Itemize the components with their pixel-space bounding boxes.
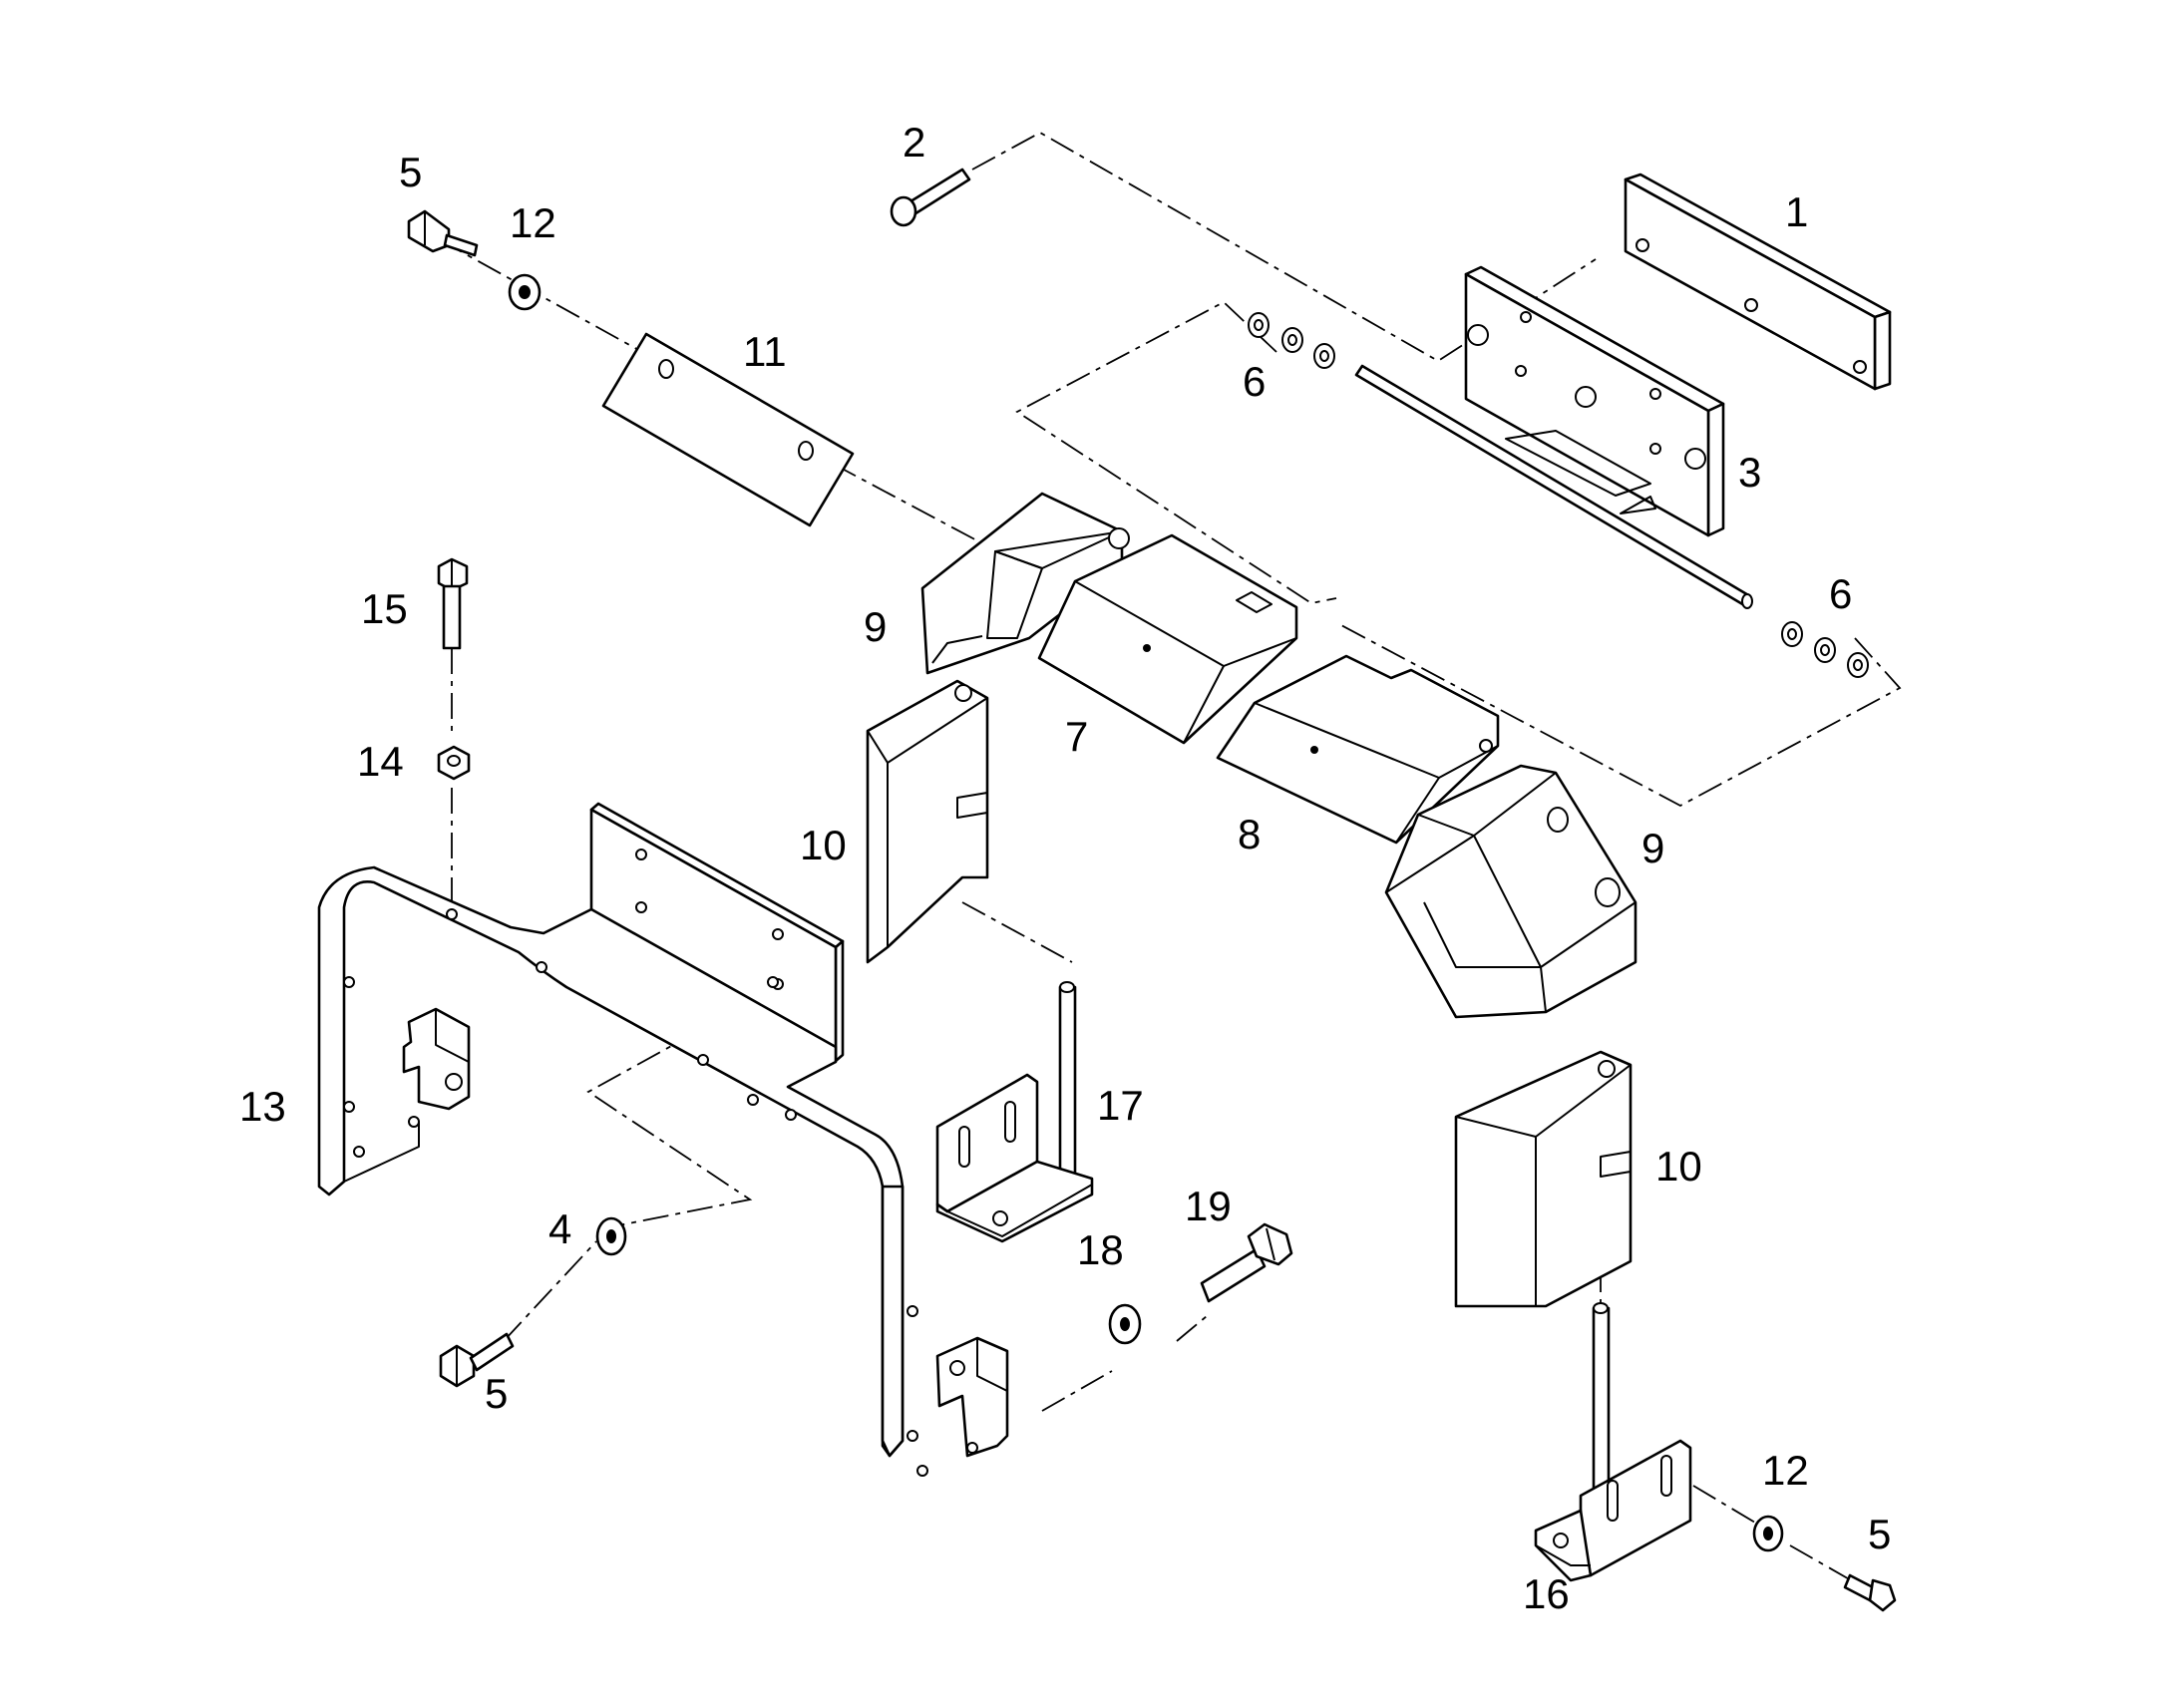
callout-12-top: 12 xyxy=(510,199,556,246)
part-17-bracket xyxy=(935,981,1094,1243)
part-15-hex-bolt xyxy=(437,557,469,650)
callout-9-right: 9 xyxy=(1641,825,1664,871)
callout-8: 8 xyxy=(1238,811,1261,857)
part-7-block xyxy=(1037,533,1298,745)
callout-2: 2 xyxy=(903,119,925,166)
callout-13: 13 xyxy=(239,1083,286,1130)
part-18-washer xyxy=(1108,1303,1142,1345)
callout-19: 19 xyxy=(1185,1183,1232,1229)
callout-17: 17 xyxy=(1097,1082,1144,1129)
callout-3: 3 xyxy=(1738,449,1761,496)
callout-5-bottom-right: 5 xyxy=(1868,1511,1891,1557)
part-1-plate xyxy=(1624,172,1892,391)
part-5-bolt-bottom-left xyxy=(439,1332,515,1388)
callout-6-top: 6 xyxy=(1243,358,1266,405)
part-8-block xyxy=(1216,654,1500,845)
callout-7: 7 xyxy=(1065,713,1088,760)
part-13-main-frame xyxy=(317,802,1009,1477)
part-19-hex-bolt xyxy=(1200,1222,1293,1303)
callout-5-top: 5 xyxy=(399,149,422,195)
callout-14: 14 xyxy=(357,738,404,785)
callout-12-bottom: 12 xyxy=(1762,1447,1809,1494)
part-2-screw xyxy=(890,168,971,227)
callout-labels: 1 2 3 4 5 5 5 6 6 7 8 9 9 10 10 11 12 12… xyxy=(239,119,1891,1617)
part-9-block-right xyxy=(1384,764,1637,1019)
part-6-washers-top xyxy=(1248,312,1335,369)
part-4-washer xyxy=(595,1216,627,1256)
part-5-bolt-top xyxy=(407,209,479,257)
part-10-block-right xyxy=(1454,1050,1633,1308)
long-rod xyxy=(1354,364,1753,609)
part-5-bolt-bottom-right xyxy=(1843,1573,1897,1612)
part-9-block-left xyxy=(920,492,1130,675)
callout-6-bottom: 6 xyxy=(1829,570,1852,617)
callout-10-right: 10 xyxy=(1655,1143,1702,1190)
part-14-nut xyxy=(437,745,471,781)
callout-11: 11 xyxy=(743,328,787,375)
part-12-washer-top xyxy=(508,273,542,311)
callout-5-bottom-left: 5 xyxy=(485,1370,508,1417)
part-12-washer-bottom xyxy=(1752,1515,1784,1552)
callout-9-left: 9 xyxy=(864,603,887,650)
part-10-block-left xyxy=(866,679,989,964)
callout-4: 4 xyxy=(548,1205,571,1252)
part-11-slotted-plate xyxy=(601,332,855,527)
part-3-mounting-plate xyxy=(1464,265,1725,537)
callout-1: 1 xyxy=(1785,188,1808,235)
part-6-washers-bottom xyxy=(1781,621,1869,678)
callout-15: 15 xyxy=(361,585,408,632)
callout-18: 18 xyxy=(1077,1226,1124,1273)
part-16-bracket xyxy=(1534,1302,1692,1582)
callout-10-left: 10 xyxy=(800,822,847,868)
callout-16: 16 xyxy=(1523,1570,1570,1617)
